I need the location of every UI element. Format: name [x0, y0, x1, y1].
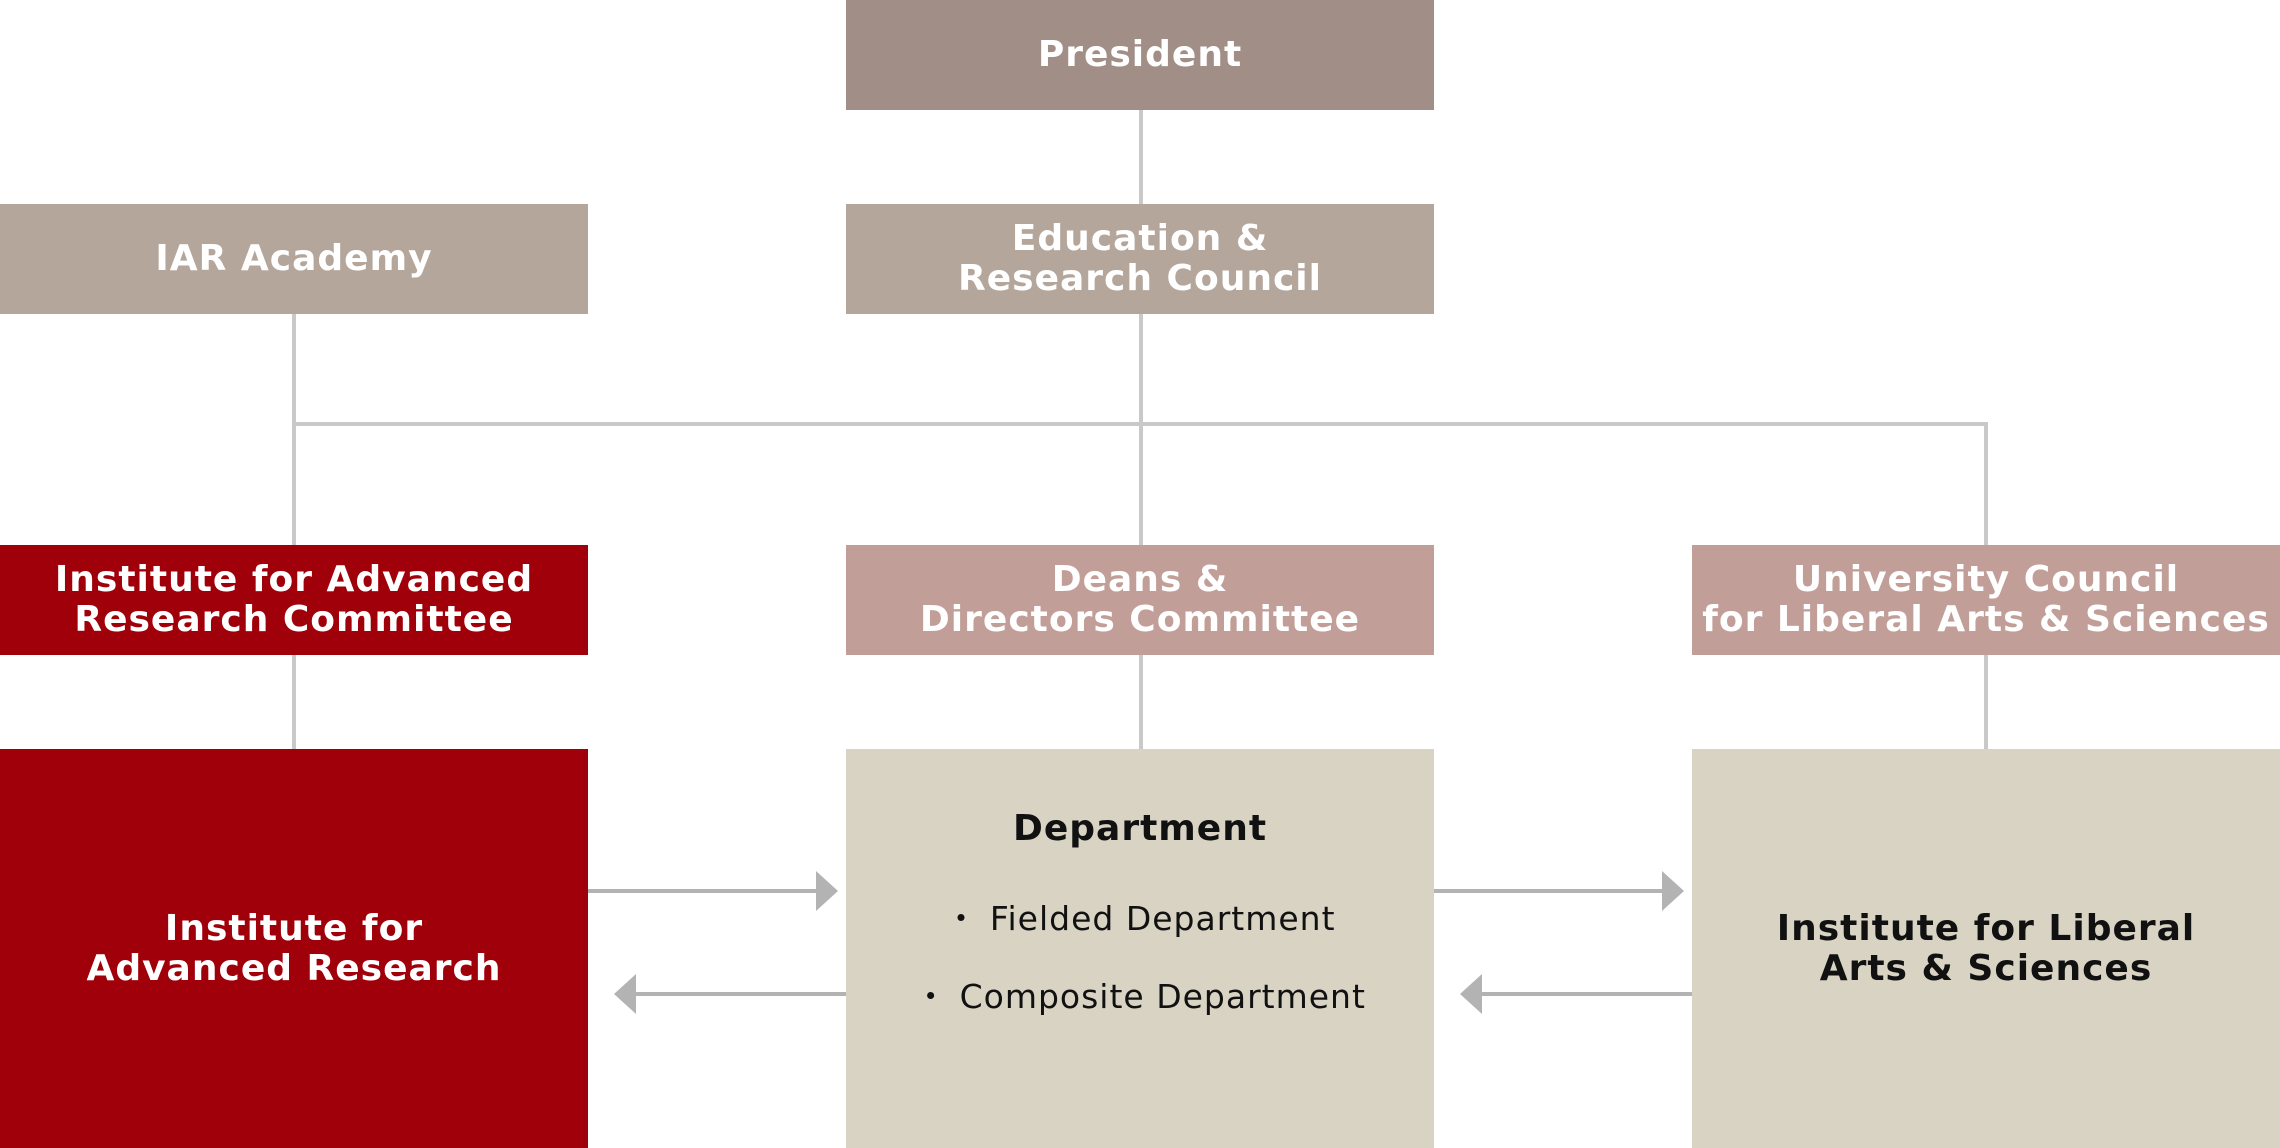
iar-committee-box: Institute for Advanced Research Committe…	[0, 545, 588, 655]
president-box: President	[846, 0, 1434, 110]
department-item-fielded: ・ Fielded Department	[944, 899, 1336, 938]
arrow-department-to-iar	[614, 974, 846, 1014]
president-label: President	[1037, 34, 1243, 75]
iar-committee-label-line1: Institute for Advanced	[54, 559, 534, 600]
liberal-arts-box: Institute for Liberal Arts & Sciences	[1692, 749, 2280, 1148]
arrow-iar-to-department	[588, 871, 838, 911]
university-council-label-line2: for Liberal Arts & Sciences	[1702, 599, 2270, 640]
connector-university-council-liberal-arts	[1984, 655, 1988, 749]
connector-deans-department	[1139, 655, 1143, 749]
liberal-arts-label-line1: Institute for Liberal	[1776, 907, 2196, 949]
iar-academy-label: IAR Academy	[155, 238, 433, 279]
arrow-department-to-liberal-arts	[1434, 871, 1684, 911]
connector-president-council	[1139, 110, 1143, 204]
connector-horizontal	[292, 422, 1988, 426]
department-list: ・ Fielded Department ・ Composite Departm…	[914, 899, 1366, 1017]
iar-label-line2: Advanced Research	[86, 947, 502, 989]
education-research-council-label-line2: Research Council	[958, 258, 1322, 299]
deans-directors-committee-box: Deans & Directors Committee	[846, 545, 1434, 655]
department-item-composite: ・ Composite Department	[914, 977, 1366, 1016]
liberal-arts-label-line2: Arts & Sciences	[1819, 947, 2153, 989]
connector-academy-committee	[292, 314, 296, 546]
university-council-box: University Council for Liberal Arts & Sc…	[1692, 545, 2280, 655]
education-research-council-box: Education & Research Council	[846, 204, 1434, 314]
education-research-council-label-line1: Education &	[1011, 218, 1269, 259]
department-box: Department ・ Fielded Department ・ Compos…	[846, 749, 1434, 1148]
connector-committee-iar	[292, 655, 296, 749]
iar-label-line1: Institute for	[164, 907, 424, 949]
university-council-label-line1: University Council	[1792, 559, 2180, 600]
deans-directors-committee-label-line2: Directors Committee	[919, 599, 1361, 640]
department-title: Department	[1012, 808, 1268, 849]
iar-box: Institute for Advanced Research	[0, 749, 588, 1148]
connector-to-university-council	[1984, 422, 1988, 546]
arrow-liberal-arts-to-department	[1460, 974, 1692, 1014]
iar-academy-box: IAR Academy	[0, 204, 588, 314]
deans-directors-committee-label-line1: Deans &	[1051, 559, 1229, 600]
iar-committee-label-line2: Research Committee	[74, 599, 514, 640]
connector-council-deans	[1139, 314, 1143, 546]
